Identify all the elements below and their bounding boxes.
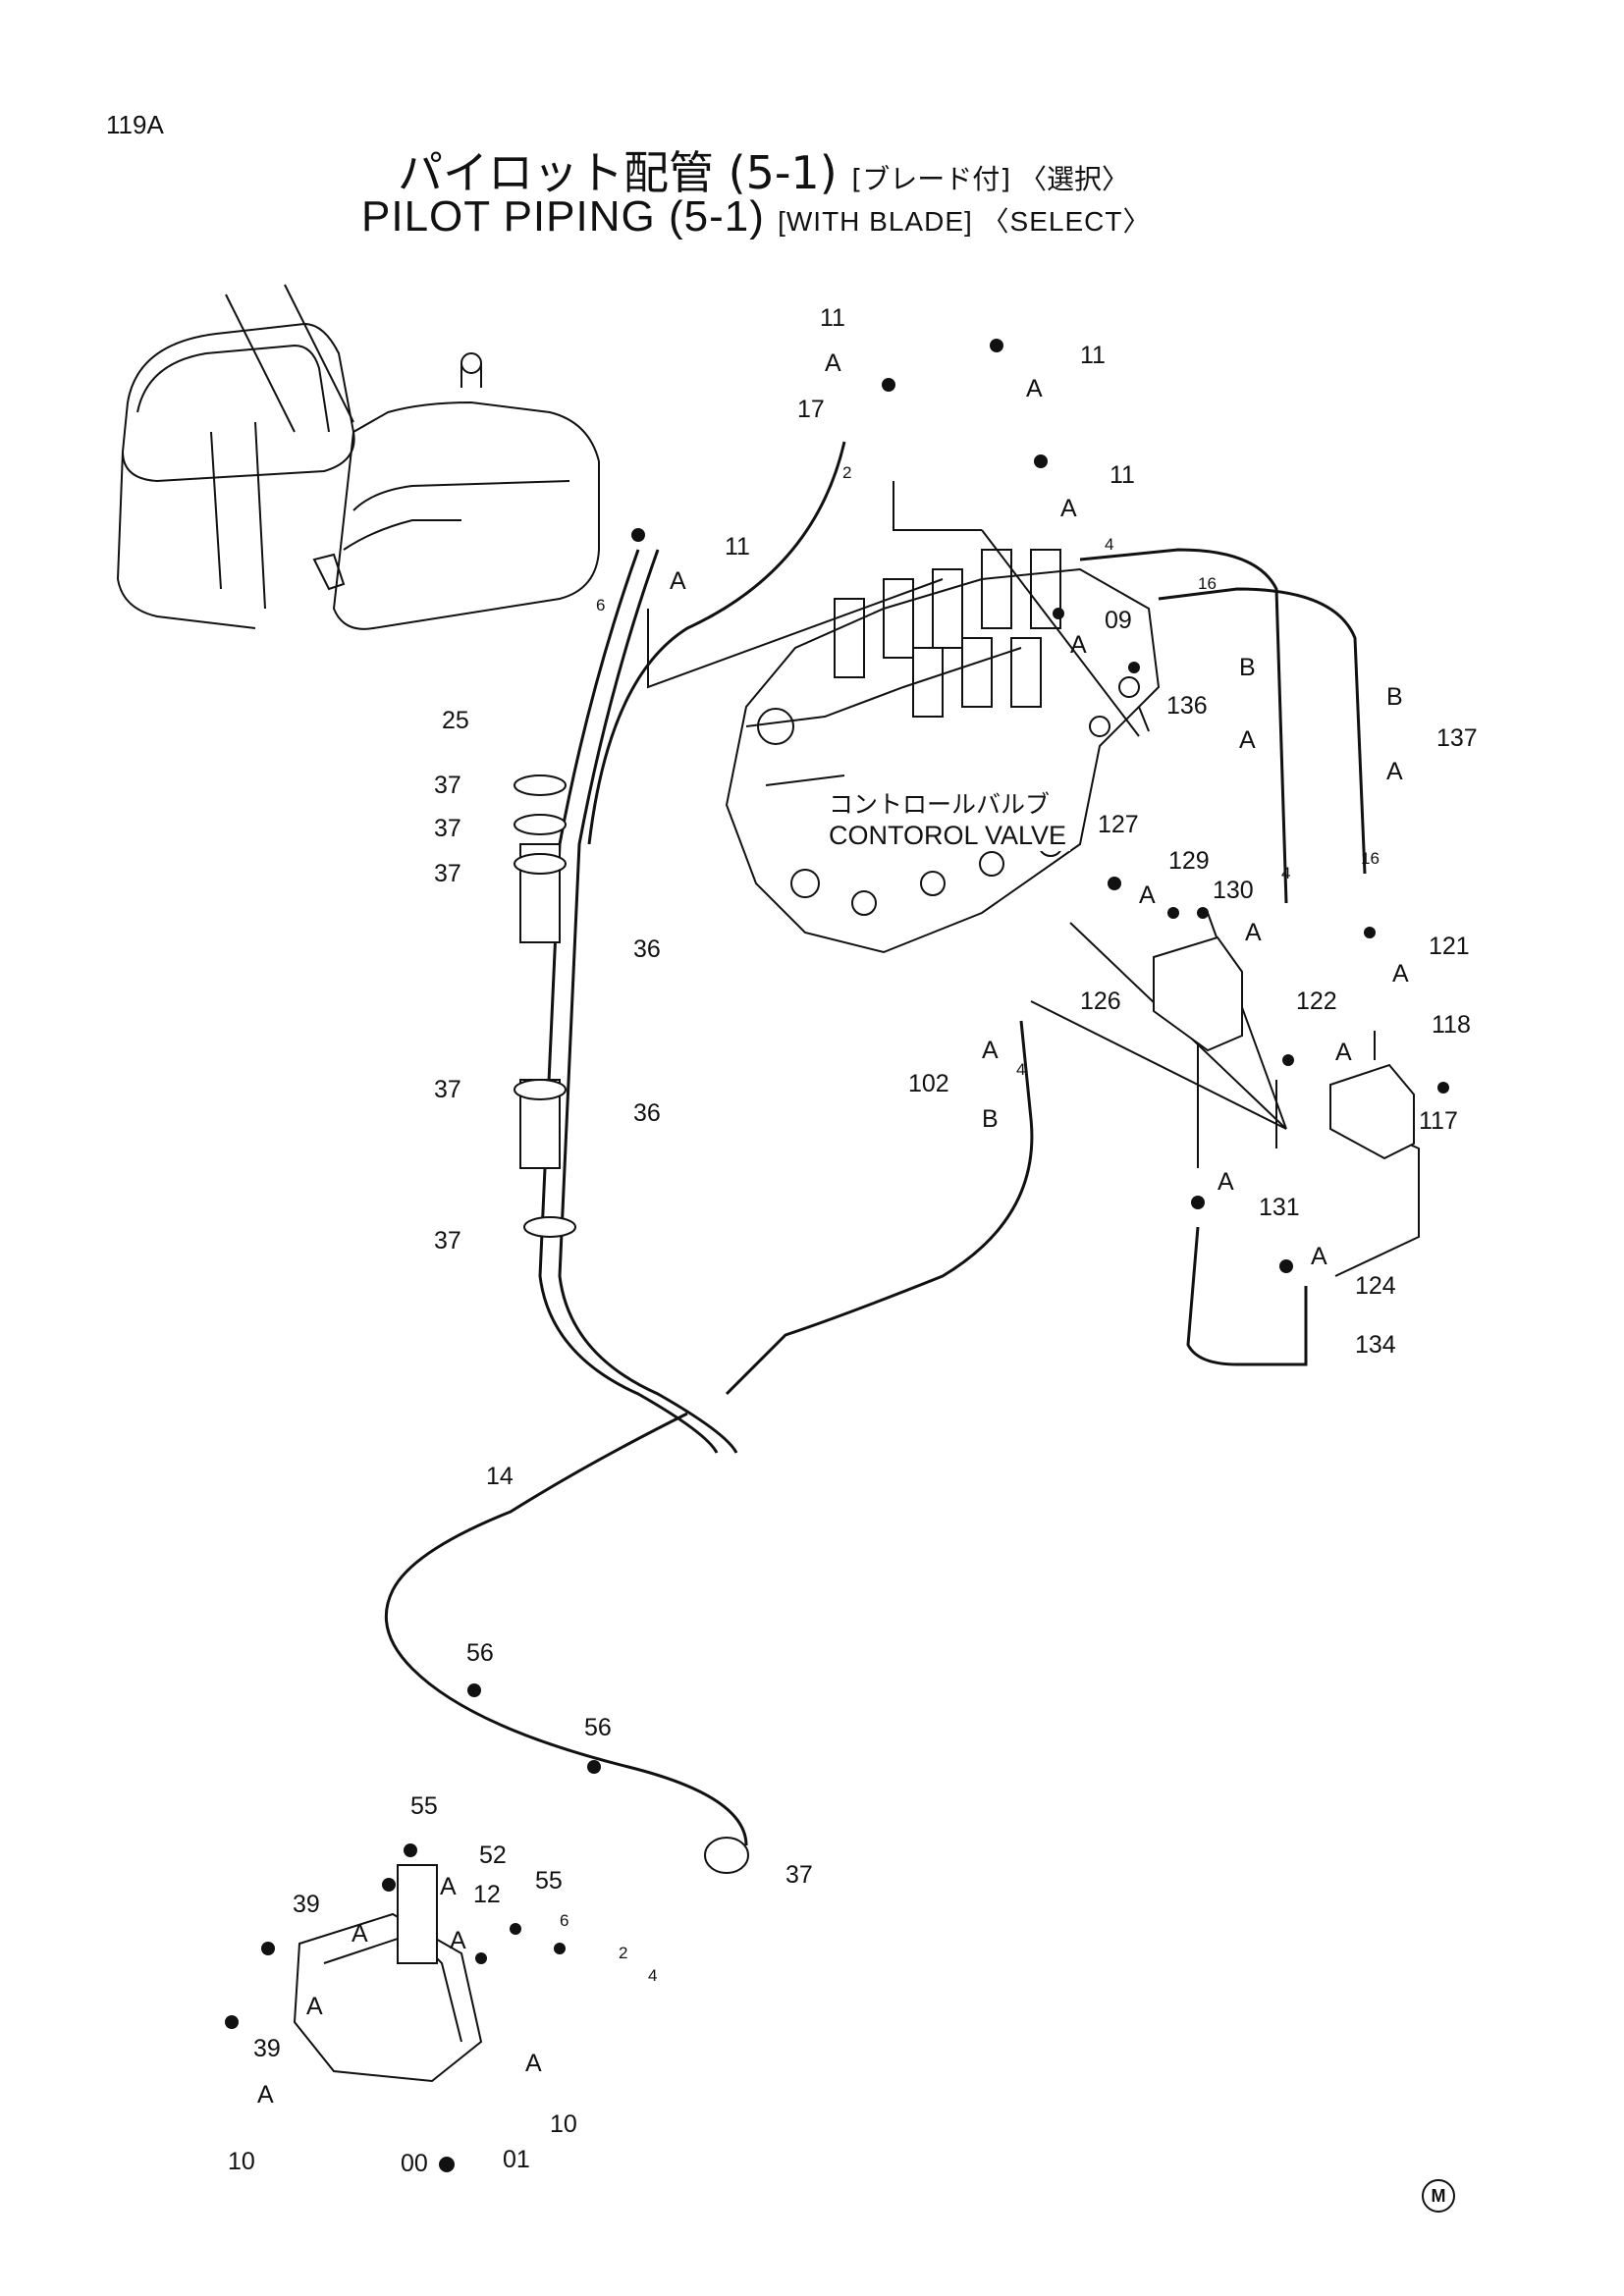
control-valve-drawing [725, 549, 1161, 954]
bracket-a: A [1026, 375, 1043, 402]
callout-10: 10 [550, 2110, 577, 2138]
pilot-hoses [384, 441, 1367, 1846]
hose-mark-4: 4 [1105, 535, 1113, 554]
title-jp-sub: [ブレード付] 〈選択〉 [851, 163, 1130, 195]
bracket-a: A [825, 349, 841, 377]
bracket-a: A [306, 1993, 323, 2020]
leader-lines [647, 481, 1420, 1277]
control-valve-label-en: CONTOROL VALVE [825, 821, 1071, 851]
page-number: 119A [106, 110, 164, 139]
bracket-b: B [1386, 683, 1403, 711]
title-en-main: PILOT PIPING (5-1) [361, 192, 765, 240]
hose-mark-16: 16 [1361, 849, 1380, 868]
bracket-a: A [1392, 960, 1409, 988]
callout-126: 126 [1080, 988, 1121, 1015]
callout-127: 127 [1098, 811, 1139, 838]
callout-56: 56 [584, 1714, 612, 1741]
bracket-a: A [1245, 919, 1262, 946]
callout-39: 39 [293, 1891, 320, 1918]
hose-mark-4: 4 [648, 1966, 657, 1985]
callout-134: 134 [1355, 1331, 1396, 1359]
bracket-a: A [670, 567, 686, 595]
callout-01: 01 [503, 2146, 530, 2173]
callout-37: 37 [785, 1861, 813, 1889]
title-japanese: パイロット配管 (5-1) [ブレード付] 〈選択〉 [398, 137, 1129, 202]
bracket-a: A [1070, 631, 1087, 659]
callout-52: 52 [479, 1842, 507, 1869]
callout-102: 102 [908, 1070, 949, 1097]
callout-121: 121 [1429, 933, 1470, 960]
bracket-a: A [1335, 1039, 1352, 1066]
title-en-sub: [WITH BLADE] 〈SELECT〉 [778, 206, 1152, 237]
callout-17: 17 [797, 396, 825, 423]
callout-124: 124 [1355, 1272, 1396, 1300]
callout-12: 12 [473, 1881, 501, 1908]
bracket-a: A [257, 2081, 274, 2109]
bracket-b: B [982, 1105, 999, 1133]
callout-25: 25 [442, 707, 469, 734]
callout-00: 00 [401, 2150, 428, 2177]
callout-37: 37 [434, 815, 461, 842]
corner-mark: M [1422, 2179, 1455, 2213]
callout-14: 14 [486, 1463, 514, 1490]
bracket-a: A [1060, 495, 1077, 522]
callout-117: 117 [1419, 1107, 1458, 1135]
callout-09: 09 [1105, 607, 1132, 634]
bracket-a: A [1218, 1168, 1234, 1196]
callout-130: 130 [1213, 877, 1254, 904]
callout-137: 137 [1436, 724, 1478, 752]
callout-122: 122 [1296, 988, 1337, 1015]
callout-11-a: 11 [1080, 342, 1106, 369]
hose-mark-4: 4 [1281, 864, 1290, 882]
excavator-cab-drawing [116, 284, 600, 630]
bracket-a: A [440, 1873, 457, 1900]
bracket-a: A [1239, 726, 1256, 754]
bracket-a: A [1386, 758, 1403, 785]
callout-131: 131 [1259, 1194, 1300, 1221]
hose-mark-6: 6 [560, 1911, 568, 1930]
callout-11-c: 11 [725, 533, 750, 561]
bracket-b: B [1239, 654, 1256, 681]
clamp-hardware [514, 774, 749, 1874]
bracket-a: A [1311, 1243, 1327, 1270]
callout-56: 56 [466, 1639, 494, 1667]
fitting-blocks [293, 935, 1415, 2083]
bracket-a: A [525, 2050, 542, 2077]
callout-129: 129 [1168, 847, 1210, 875]
callout-36: 36 [633, 1099, 661, 1127]
callout-136: 136 [1166, 692, 1208, 720]
bracket-a: A [982, 1037, 999, 1064]
title-english: PILOT PIPING (5-1) [WITH BLADE] 〈SELECT〉 [361, 192, 1151, 241]
small-fittings [225, 339, 1449, 2172]
control-valve-label-jp: コントロールバルブ [825, 785, 1055, 821]
title-jp-main: パイロット配管 (5-1) [398, 146, 838, 199]
callout-55: 55 [535, 1867, 563, 1895]
hose-mark-6: 6 [596, 596, 605, 614]
hose-mark-4: 4 [1016, 1060, 1025, 1079]
callout-37: 37 [434, 1227, 461, 1255]
callout-37: 37 [434, 1076, 461, 1103]
hose-mark-2: 2 [842, 463, 851, 482]
callout-118: 118 [1432, 1011, 1471, 1039]
hose-mark-2: 2 [619, 1944, 627, 1962]
bracket-a: A [450, 1927, 466, 1954]
callout-39: 39 [253, 2035, 281, 2062]
callout-11-top: 11 [820, 304, 845, 332]
callout-11-b: 11 [1110, 461, 1135, 489]
bracket-a: A [1139, 881, 1156, 909]
callout-37: 37 [434, 772, 461, 799]
hose-mark-16: 16 [1198, 574, 1217, 593]
bracket-a: A [352, 1920, 368, 1948]
callout-37: 37 [434, 860, 461, 887]
callout-36: 36 [633, 935, 661, 963]
callout-55: 55 [410, 1792, 438, 1820]
callout-10: 10 [228, 2148, 255, 2175]
